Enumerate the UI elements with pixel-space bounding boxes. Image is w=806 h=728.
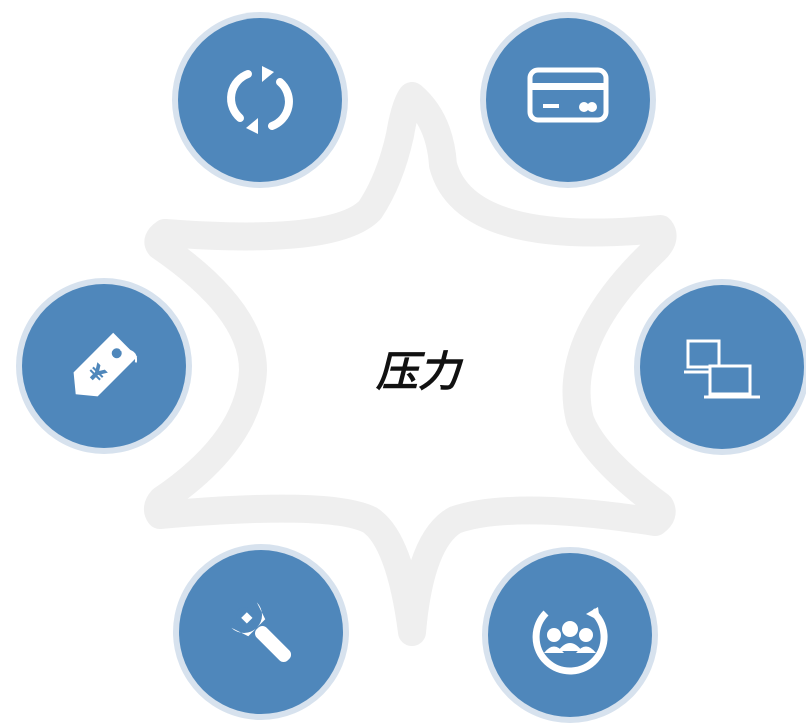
node-refresh[interactable] bbox=[172, 12, 348, 188]
devices-icon bbox=[684, 339, 760, 399]
team-cycle-icon bbox=[532, 607, 608, 675]
node-credit-card[interactable] bbox=[480, 12, 656, 188]
node-devices[interactable] bbox=[634, 279, 806, 455]
refresh-icon bbox=[227, 66, 293, 134]
credit-card-icon bbox=[527, 67, 609, 123]
center-label: 压力 bbox=[375, 347, 464, 396]
node-team-cycle[interactable] bbox=[482, 547, 658, 723]
star-outline bbox=[143, 82, 677, 646]
node-wrench[interactable] bbox=[173, 544, 349, 720]
node-yen-tag[interactable]: ¥ bbox=[16, 278, 192, 454]
yen-tag-icon: ¥ bbox=[73, 332, 138, 397]
